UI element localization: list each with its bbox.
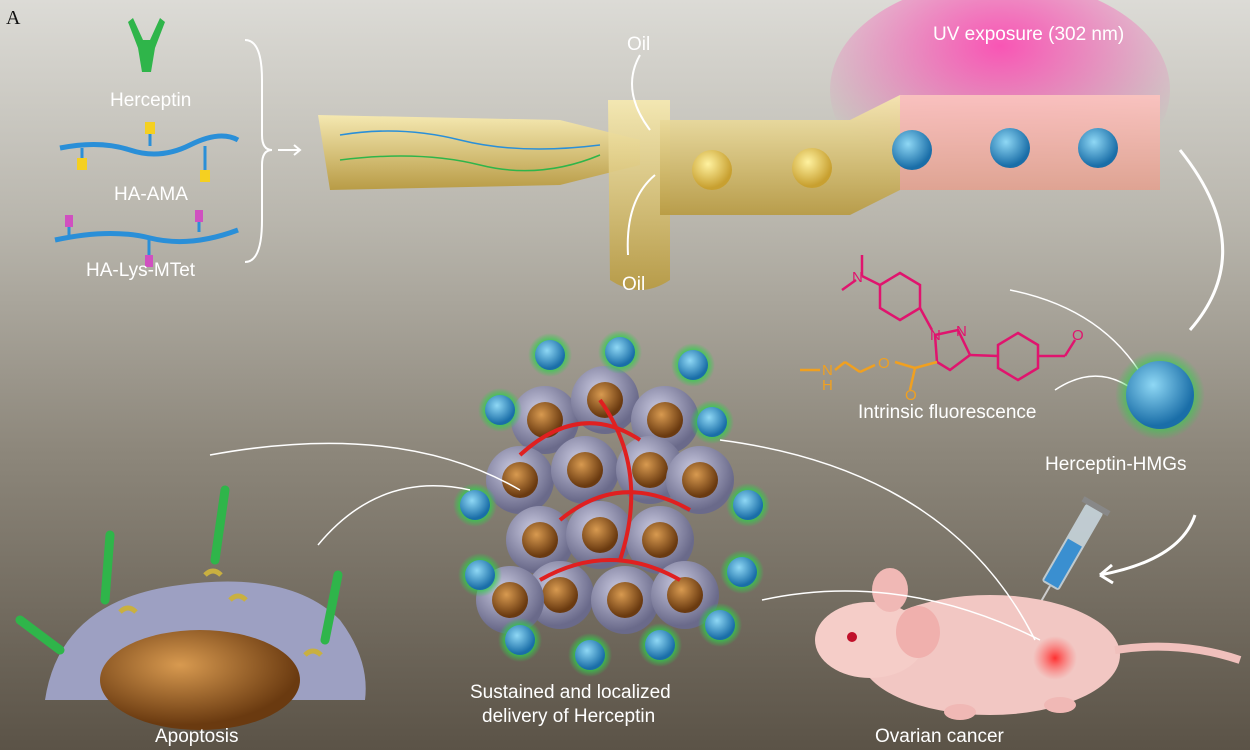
- hydrogel-bead: [733, 490, 763, 520]
- chemical-structure: [800, 255, 1077, 391]
- mouse-illustration: [815, 568, 1242, 720]
- herceptin-hmgs-label: Herceptin-HMGs: [1045, 454, 1186, 475]
- hydrogel-bead: [990, 128, 1030, 168]
- atom-label: O: [1072, 327, 1084, 344]
- cell-nucleus: [502, 462, 538, 498]
- droplet: [792, 148, 832, 188]
- hydrogel-bead: [645, 630, 675, 660]
- pointer-line: [317, 485, 471, 546]
- cell-cluster: [453, 330, 770, 677]
- pointer-line: [719, 439, 1036, 641]
- ha-ama-label: HA-AMA: [114, 184, 188, 205]
- apoptosis-label: Apoptosis: [155, 726, 238, 747]
- ha-ama-polymer-icon: [59, 122, 240, 182]
- curved-arrow-icon: [1178, 149, 1225, 331]
- cell-nucleus: [607, 582, 643, 618]
- hydrogel-bead: [727, 557, 757, 587]
- oil-flow-arrow-icon: [626, 174, 656, 256]
- hydrogel-bead: [697, 407, 727, 437]
- atom-label: O: [905, 387, 917, 404]
- delivery-label-line2: delivery of Herceptin: [482, 706, 655, 727]
- pointer-line: [209, 442, 521, 491]
- atom-label: N: [930, 327, 941, 344]
- hydrogel-bead: [1078, 128, 1118, 168]
- hydrogel-bead: [485, 395, 515, 425]
- hydrogel-strand: [558, 490, 691, 522]
- hydrogel-bead: [505, 625, 535, 655]
- cell-nucleus: [642, 522, 678, 558]
- atom-label: O: [878, 355, 890, 372]
- microfluidic-chip: [318, 95, 1160, 290]
- oil-bottom-label: Oil: [622, 274, 645, 295]
- cell-nucleus: [522, 522, 558, 558]
- arrowhead-icon: [1099, 563, 1114, 585]
- droplet: [692, 150, 732, 190]
- hydrogel-bead: [465, 560, 495, 590]
- cell-nucleus: [682, 462, 718, 498]
- fluorescence-label: Intrinsic fluorescence: [858, 402, 1036, 423]
- ovarian-cancer-label: Ovarian cancer: [875, 726, 1005, 747]
- oil-flow-arrow-icon: [631, 54, 651, 131]
- bracket: [244, 39, 273, 263]
- herceptin-hmg-bead: [1126, 361, 1194, 429]
- hydrogel-bead: [535, 340, 565, 370]
- atom-label: H: [822, 377, 833, 394]
- atom-label: N: [956, 323, 967, 340]
- herceptin-label: Herceptin: [110, 90, 191, 111]
- hydrogel-bead: [705, 610, 735, 640]
- cell-nucleus: [527, 402, 563, 438]
- delivery-label-line1: Sustained and localized: [470, 682, 671, 703]
- ha-lys-mtet-label: HA-Lys-MTet: [86, 260, 196, 281]
- hydrogel-bead: [892, 130, 932, 170]
- uv-exposure-label: UV exposure (302 nm): [933, 24, 1124, 45]
- cell-nucleus: [667, 577, 703, 613]
- panel-label: A: [6, 7, 21, 29]
- arrow-right-icon: [278, 144, 302, 156]
- hydrogel-bead: [575, 640, 605, 670]
- atom-label: N: [852, 269, 863, 286]
- hydrogel-strand: [598, 398, 634, 561]
- hydrogel-strand: [518, 421, 642, 457]
- pointer-line: [761, 590, 1041, 641]
- ha-lys-mtet-polymer-icon: [54, 210, 239, 267]
- cell-nucleus: [587, 382, 623, 418]
- cell-nucleus: [542, 577, 578, 613]
- herceptin-antibody-icon: [128, 18, 165, 72]
- hydrogel-bead: [678, 350, 708, 380]
- hydrogel-strand: [539, 558, 681, 582]
- cell-nucleus: [647, 402, 683, 438]
- apoptotic-cell-illustration: [15, 485, 366, 730]
- hydrogel-bead: [460, 490, 490, 520]
- cell-nucleus: [492, 582, 528, 618]
- hydrogel-bead: [605, 337, 635, 367]
- oil-top-label: Oil: [627, 34, 650, 55]
- cell-nucleus: [632, 452, 668, 488]
- atom-label: N: [822, 362, 833, 379]
- curved-arrow-icon: [1099, 514, 1197, 577]
- cell-nucleus: [582, 517, 618, 553]
- cell-nucleus: [567, 452, 603, 488]
